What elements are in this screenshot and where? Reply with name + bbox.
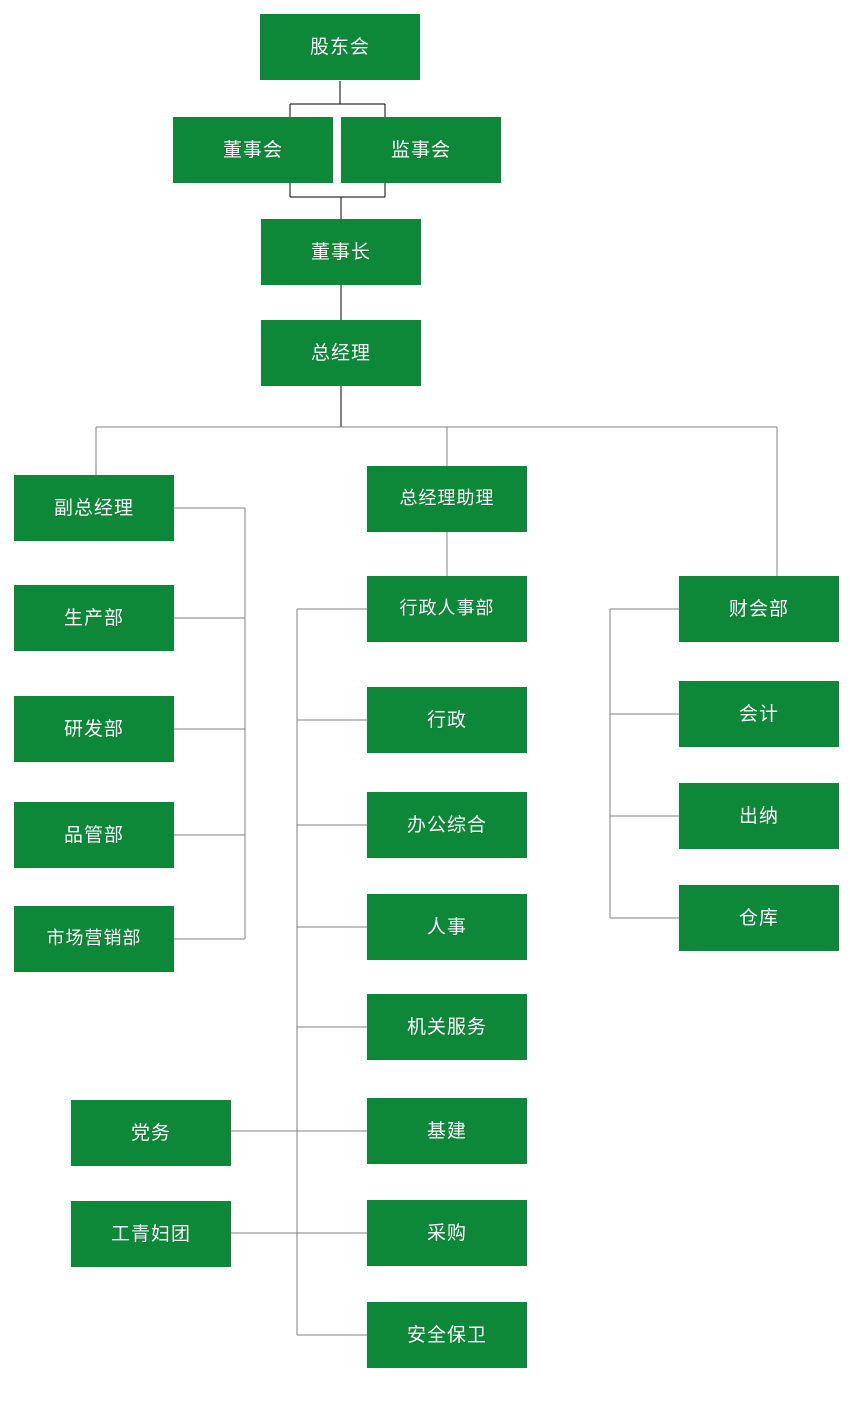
node-label: 出纳 xyxy=(738,804,779,827)
node-production-department[interactable]: 生产部 xyxy=(14,585,174,651)
node-general-manager-assistant[interactable]: 总经理助理 xyxy=(367,466,527,532)
node-rd-department[interactable]: 研发部 xyxy=(14,696,174,762)
node-chairman[interactable]: 董事长 xyxy=(261,219,421,285)
node-label: 股东会 xyxy=(309,35,370,58)
node-label: 人事 xyxy=(426,915,467,938)
node-label: 财会部 xyxy=(728,597,789,620)
node-general-manager[interactable]: 总经理 xyxy=(261,320,421,386)
node-board-of-directors[interactable]: 董事会 xyxy=(173,117,333,183)
edge-finance-spine xyxy=(609,608,679,919)
node-deputy-general-manager[interactable]: 副总经理 xyxy=(14,475,174,541)
node-label: 基建 xyxy=(426,1119,467,1142)
node-label: 研发部 xyxy=(63,717,124,740)
node-infrastructure[interactable]: 基建 xyxy=(367,1098,527,1164)
node-label: 总经理 xyxy=(310,341,371,364)
node-accounting[interactable]: 会计 xyxy=(679,681,839,747)
node-label: 采购 xyxy=(426,1221,467,1244)
edge-admin-hr-spine xyxy=(296,608,367,1336)
edge-deputy-gm-spine xyxy=(174,507,246,940)
node-label: 市场营销部 xyxy=(46,928,142,949)
edge-shareholders-to-boards xyxy=(289,81,386,117)
node-label: 监事会 xyxy=(390,138,451,161)
node-label: 董事会 xyxy=(222,138,283,161)
node-party-affairs[interactable]: 党务 xyxy=(71,1100,231,1166)
node-admin-hr-department[interactable]: 行政人事部 xyxy=(367,576,527,642)
node-label: 品管部 xyxy=(63,823,124,846)
node-label: 生产部 xyxy=(63,606,124,629)
node-label: 行政人事部 xyxy=(399,598,495,619)
node-finance-department[interactable]: 财会部 xyxy=(679,576,839,642)
node-label: 党务 xyxy=(130,1121,171,1144)
node-label: 董事长 xyxy=(310,240,371,263)
node-shareholders[interactable]: 股东会 xyxy=(260,14,420,80)
node-label: 工青妇团 xyxy=(110,1222,191,1245)
node-administration[interactable]: 行政 xyxy=(367,687,527,753)
node-label: 办公综合 xyxy=(406,813,487,836)
node-label: 机关服务 xyxy=(406,1015,487,1038)
edge-boards-to-chairman xyxy=(289,183,386,219)
node-label: 副总经理 xyxy=(53,496,134,519)
node-cashier[interactable]: 出纳 xyxy=(679,783,839,849)
node-label: 仓库 xyxy=(738,906,779,929)
node-marketing-department[interactable]: 市场营销部 xyxy=(14,906,174,972)
node-mass-organizations[interactable]: 工青妇团 xyxy=(71,1201,231,1267)
node-human-resources[interactable]: 人事 xyxy=(367,894,527,960)
node-security[interactable]: 安全保卫 xyxy=(367,1302,527,1368)
node-label: 安全保卫 xyxy=(406,1323,487,1346)
node-label: 行政 xyxy=(426,708,467,731)
node-quality-department[interactable]: 品管部 xyxy=(14,802,174,868)
node-warehouse[interactable]: 仓库 xyxy=(679,885,839,951)
node-label: 会计 xyxy=(738,702,779,725)
node-office-general[interactable]: 办公综合 xyxy=(367,792,527,858)
node-label: 总经理助理 xyxy=(399,488,495,509)
node-board-of-supervisors[interactable]: 监事会 xyxy=(341,117,501,183)
node-procurement[interactable]: 采购 xyxy=(367,1200,527,1266)
node-agency-service[interactable]: 机关服务 xyxy=(367,994,527,1060)
